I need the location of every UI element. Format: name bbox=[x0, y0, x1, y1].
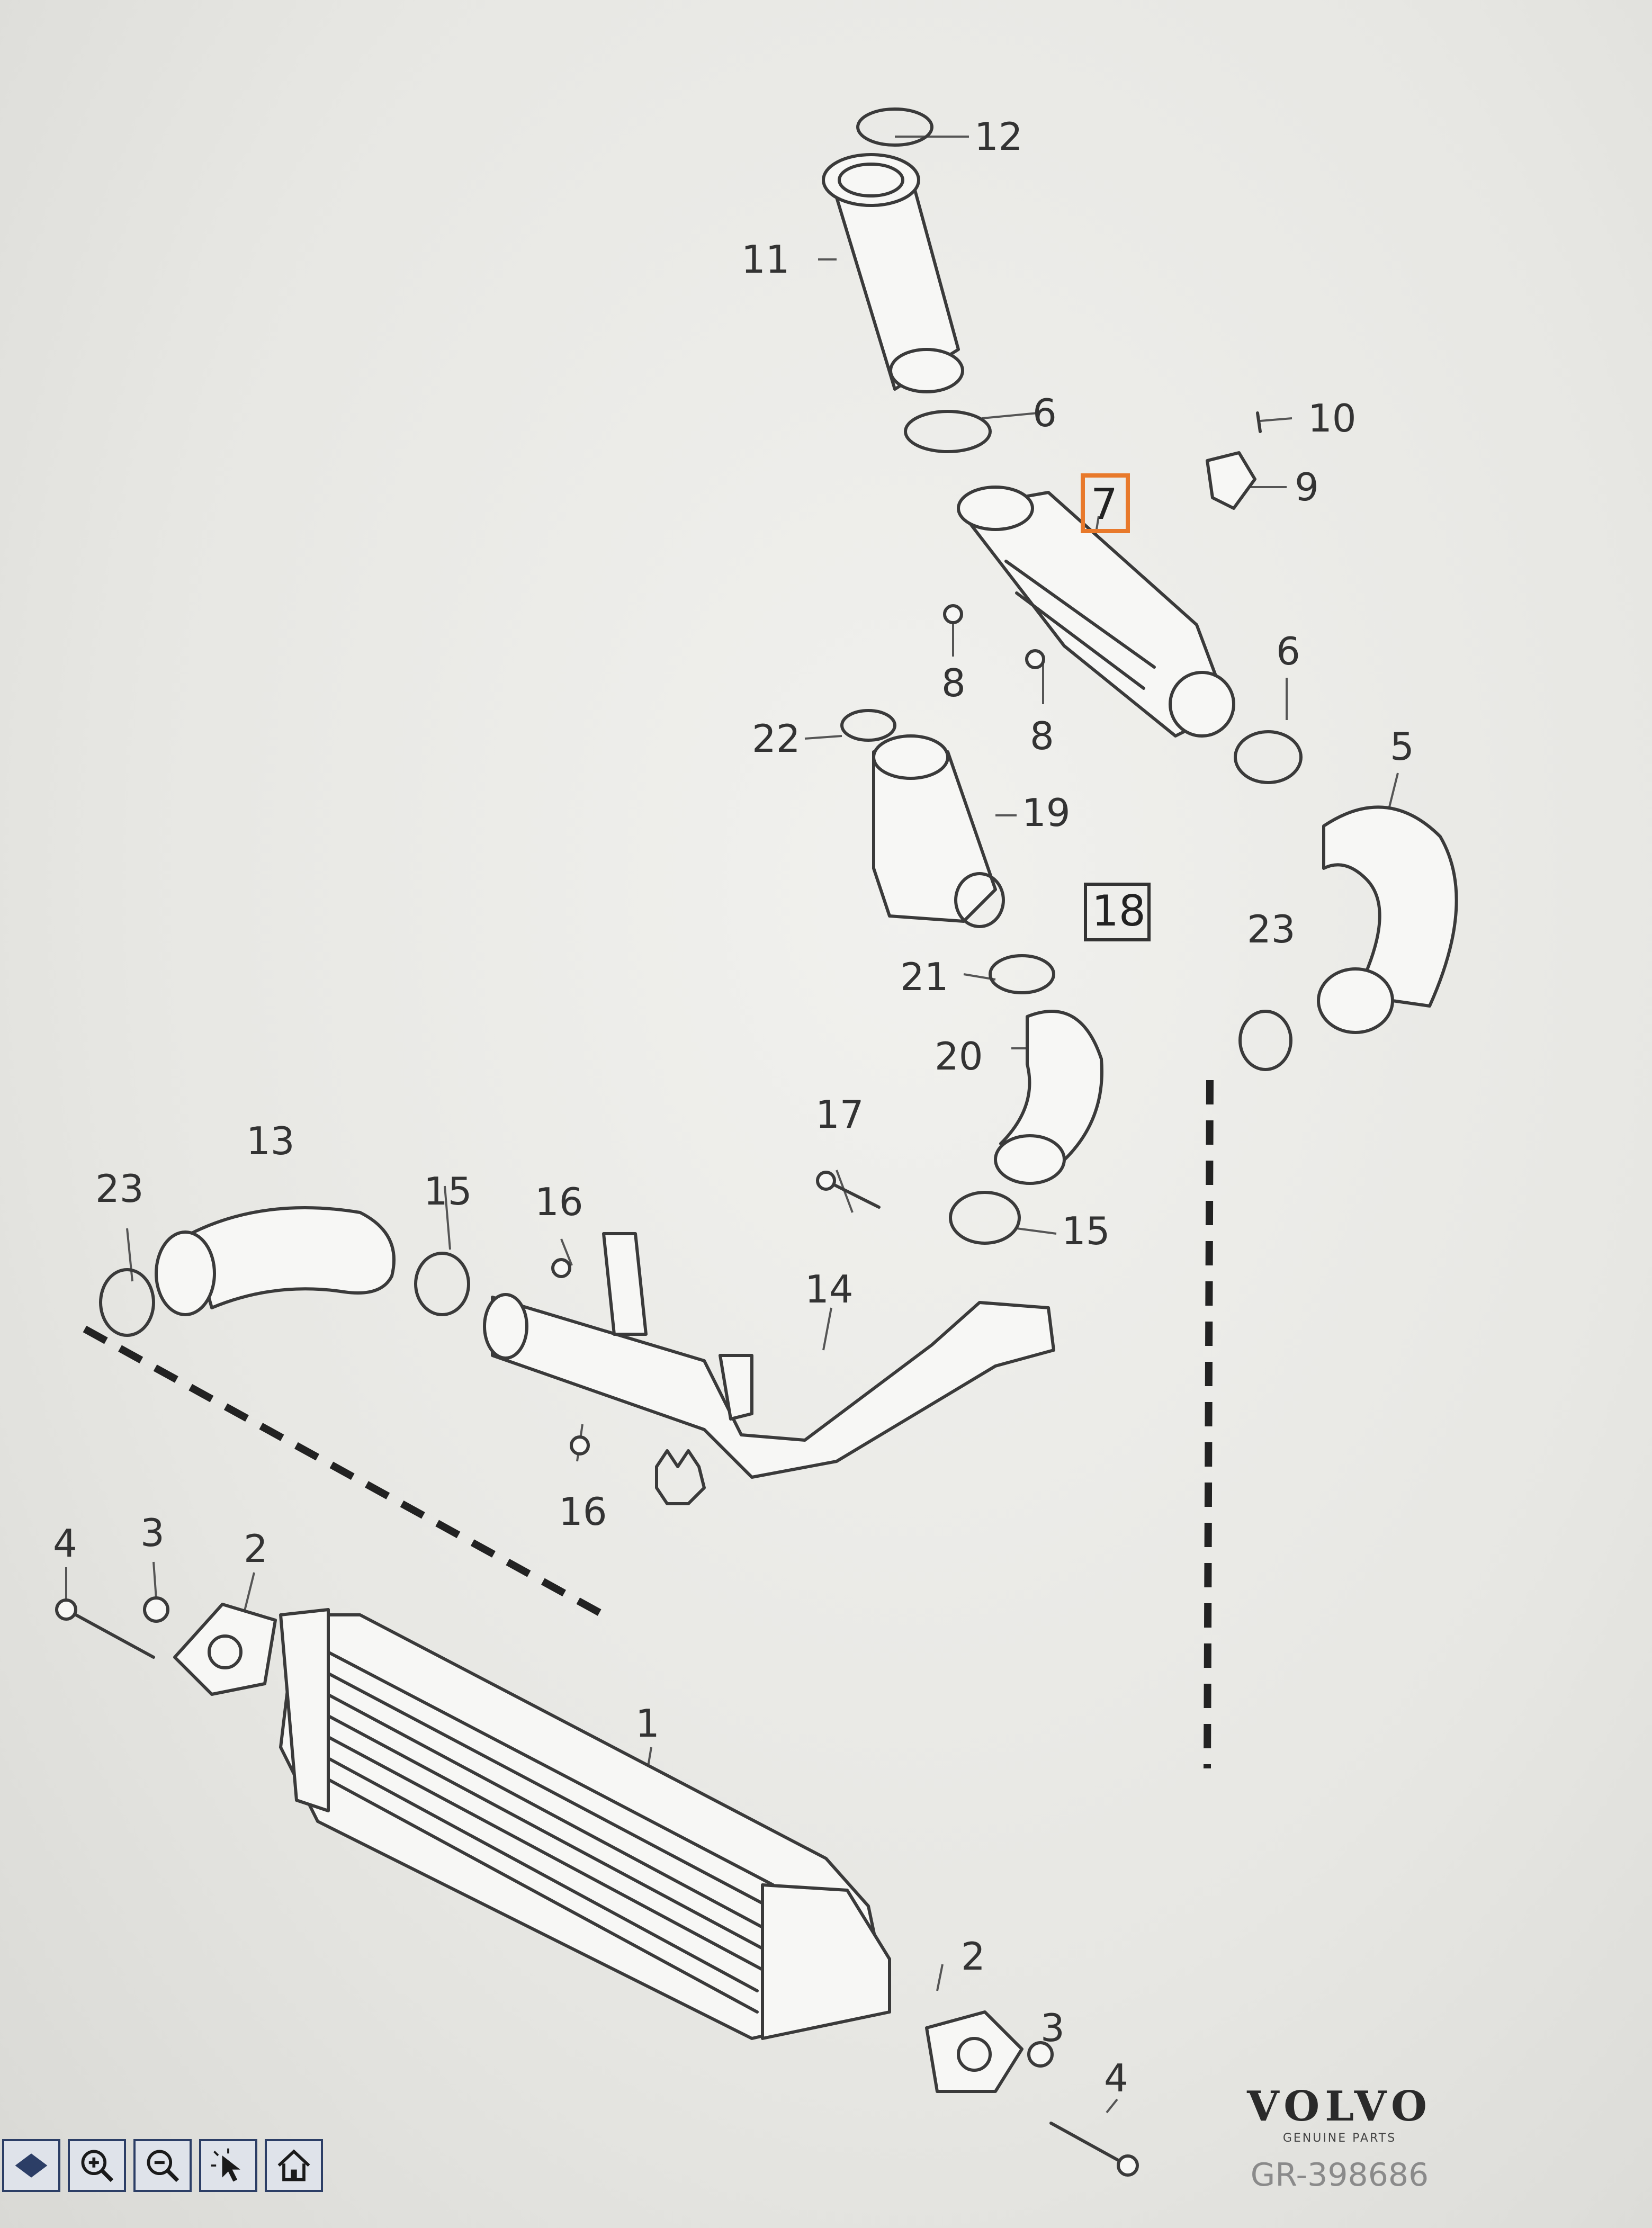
callout-3-right[interactable]: 3 bbox=[1040, 2006, 1065, 2050]
callout-23-left[interactable]: 23 bbox=[95, 1166, 144, 1211]
callout-7[interactable]: 7 bbox=[1091, 480, 1118, 529]
part-16-bolt-upper[interactable] bbox=[551, 1258, 571, 1278]
part-2-bracket-right[interactable] bbox=[925, 2010, 1023, 2093]
zoom-out-icon bbox=[147, 2150, 179, 2182]
part-23-o-ring-right[interactable] bbox=[1238, 1010, 1292, 1071]
callout-23-right[interactable]: 23 bbox=[1247, 907, 1296, 951]
callout-labels: 12 11 6 10 9 7 8 8 6 5 22 19 18 23 21 20… bbox=[53, 114, 1414, 2100]
diagram-reference-code: GR-398686 bbox=[1250, 2157, 1429, 2194]
part-20-hose[interactable] bbox=[994, 1010, 1103, 1185]
select-pointer-button[interactable] bbox=[199, 2139, 257, 2192]
part-5-hose[interactable] bbox=[1317, 805, 1458, 1034]
brand-subtitle: GENUINE PARTS bbox=[1282, 2132, 1397, 2145]
part-15-clamp-left[interactable] bbox=[414, 1252, 470, 1316]
callout-2-right[interactable]: 2 bbox=[961, 1934, 985, 1979]
airflow-dashed-line-left bbox=[83, 1325, 606, 1619]
part-19-valve-housing[interactable] bbox=[872, 734, 1005, 928]
callout-13[interactable]: 13 bbox=[246, 1119, 295, 1163]
callout-12[interactable]: 12 bbox=[974, 114, 1023, 159]
callout-10[interactable]: 10 bbox=[1308, 396, 1357, 441]
zoom-in-icon bbox=[81, 2150, 114, 2182]
part-2-bracket-left[interactable] bbox=[173, 1603, 277, 1696]
part-15-clamp-right[interactable] bbox=[949, 1191, 1021, 1245]
part-22-o-ring[interactable] bbox=[840, 709, 896, 742]
zoom-out-button[interactable] bbox=[133, 2139, 192, 2192]
callout-22[interactable]: 22 bbox=[752, 716, 801, 761]
part-13-hose[interactable] bbox=[155, 1206, 396, 1316]
home-button[interactable] bbox=[265, 2139, 323, 2192]
part-6-clamp-lower[interactable] bbox=[1234, 730, 1303, 784]
select-pointer-icon bbox=[211, 2148, 240, 2182]
volvo-brand-block: VOLVO GENUINE PARTS GR-398686 bbox=[1239, 2086, 1440, 2194]
part-4-bolt-left[interactable] bbox=[55, 1598, 155, 1659]
callout-16-lower[interactable]: 16 bbox=[559, 1489, 607, 1534]
part-8-bolt-b[interactable] bbox=[1025, 649, 1045, 669]
part-7-charge-pipe[interactable] bbox=[957, 486, 1235, 738]
part-21-clamp[interactable] bbox=[989, 954, 1055, 994]
part-14-charge-pipe[interactable] bbox=[483, 1232, 1055, 1479]
callout-16-upper[interactable]: 16 bbox=[535, 1180, 583, 1224]
part-8-bolt-a[interactable] bbox=[943, 604, 963, 624]
viewer-toolbar bbox=[0, 2134, 373, 2197]
callout-19[interactable]: 19 bbox=[1022, 790, 1071, 835]
part-12-o-ring[interactable] bbox=[856, 107, 933, 147]
callout-20[interactable]: 20 bbox=[935, 1034, 983, 1079]
home-icon bbox=[277, 2149, 310, 2181]
part-4-bolt-right[interactable] bbox=[1049, 2122, 1139, 2177]
callout-17[interactable]: 17 bbox=[815, 1092, 864, 1137]
callout-15-left[interactable]: 15 bbox=[424, 1169, 472, 1214]
callout-5[interactable]: 5 bbox=[1390, 724, 1414, 769]
callout-2-left[interactable]: 2 bbox=[244, 1526, 268, 1571]
callout-9[interactable]: 9 bbox=[1295, 465, 1319, 509]
callout-6-upper[interactable]: 6 bbox=[1032, 391, 1057, 435]
part-3-screw-left[interactable] bbox=[143, 1596, 169, 1623]
callout-6-lower[interactable]: 6 bbox=[1276, 629, 1300, 673]
callout-15-right[interactable]: 15 bbox=[1062, 1209, 1110, 1253]
part-16-bolt-lower[interactable] bbox=[570, 1435, 590, 1456]
part-18-callout-box bbox=[1084, 883, 1151, 941]
part-23-o-ring-left[interactable] bbox=[99, 1268, 155, 1337]
hand-cursor-icon bbox=[655, 1449, 706, 1505]
callout-7-highlight-box bbox=[1081, 473, 1130, 533]
part-17-bolt[interactable] bbox=[816, 1171, 881, 1209]
callout-8-right[interactable]: 8 bbox=[1030, 714, 1054, 758]
callout-21[interactable]: 21 bbox=[900, 955, 949, 999]
part-9-sensor[interactable] bbox=[1206, 451, 1256, 510]
viewer-menu-button[interactable] bbox=[2, 2139, 60, 2192]
callout-3-left[interactable]: 3 bbox=[140, 1511, 165, 1555]
part-10-screw[interactable] bbox=[1256, 411, 1262, 433]
viewer-menu-icon bbox=[15, 2153, 48, 2178]
callout-14[interactable]: 14 bbox=[805, 1267, 854, 1311]
callout-11[interactable]: 11 bbox=[741, 237, 790, 282]
zoom-in-button[interactable] bbox=[68, 2139, 126, 2192]
callout-4-left[interactable]: 4 bbox=[53, 1521, 77, 1566]
callout-18[interactable]: 18 bbox=[1092, 886, 1146, 936]
volvo-logo: VOLVO bbox=[1247, 2082, 1432, 2131]
callout-4-right[interactable]: 4 bbox=[1104, 2056, 1128, 2100]
part-11-intake-pipe[interactable] bbox=[822, 153, 964, 393]
callout-1[interactable]: 1 bbox=[635, 1701, 660, 1746]
part-3-screw-right[interactable] bbox=[1027, 2041, 1054, 2068]
part-1-intercooler[interactable] bbox=[279, 1608, 891, 2040]
airflow-dashed-line-right bbox=[1204, 1080, 1214, 1769]
part-6-clamp-upper[interactable] bbox=[904, 410, 992, 453]
callout-8-left[interactable]: 8 bbox=[941, 661, 966, 705]
